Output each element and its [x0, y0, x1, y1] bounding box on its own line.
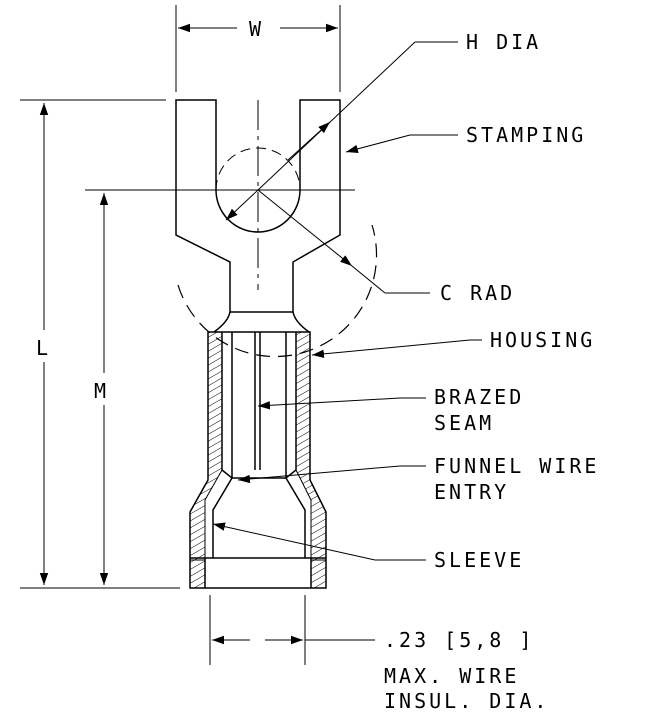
dimension-l: L	[20, 99, 180, 589]
dimension-m: M	[94, 193, 109, 585]
housing-callout: HOUSING	[311, 328, 595, 359]
dim-w-label: W	[249, 17, 264, 41]
brazed-seam-callout: BRAZED SEAM	[257, 385, 524, 435]
wire-insul-dimension: .23 [5,8 ] MAX. WIRE INSUL. DIA.	[209, 595, 549, 713]
brazed-label-1: BRAZED	[434, 385, 524, 409]
dimension-w: W	[175, 5, 341, 92]
stamping-label: STAMPING	[466, 123, 586, 147]
dim-m-label: M	[94, 379, 109, 403]
wire-insul-note-1: MAX. WIRE	[384, 664, 519, 688]
stamping-callout: STAMPING	[345, 123, 586, 153]
hole-circle	[215, 147, 301, 191]
sleeve-callout: SLEEVE	[212, 522, 524, 572]
brazed-label-2: SEAM	[434, 411, 494, 435]
funnel-label-1: FUNNEL WIRE	[434, 454, 599, 478]
housing-label: HOUSING	[490, 328, 595, 352]
h-dia-callout: H DIA	[225, 30, 541, 221]
dim-l-label: L	[36, 336, 51, 360]
c-rad-callout: C RAD	[257, 189, 515, 305]
sleeve-label: SLEEVE	[434, 548, 524, 572]
h-dia-label: H DIA	[466, 30, 541, 54]
centerlines	[85, 100, 355, 290]
funnel-callout: FUNNEL WIRE ENTRY	[237, 454, 599, 504]
housing	[189, 331, 327, 589]
c-rad-label: C RAD	[440, 281, 515, 305]
wire-insul-note-2: INSUL. DIA.	[384, 689, 549, 713]
funnel-label-2: ENTRY	[434, 480, 509, 504]
wire-insul-value: .23 [5,8 ]	[384, 628, 534, 652]
